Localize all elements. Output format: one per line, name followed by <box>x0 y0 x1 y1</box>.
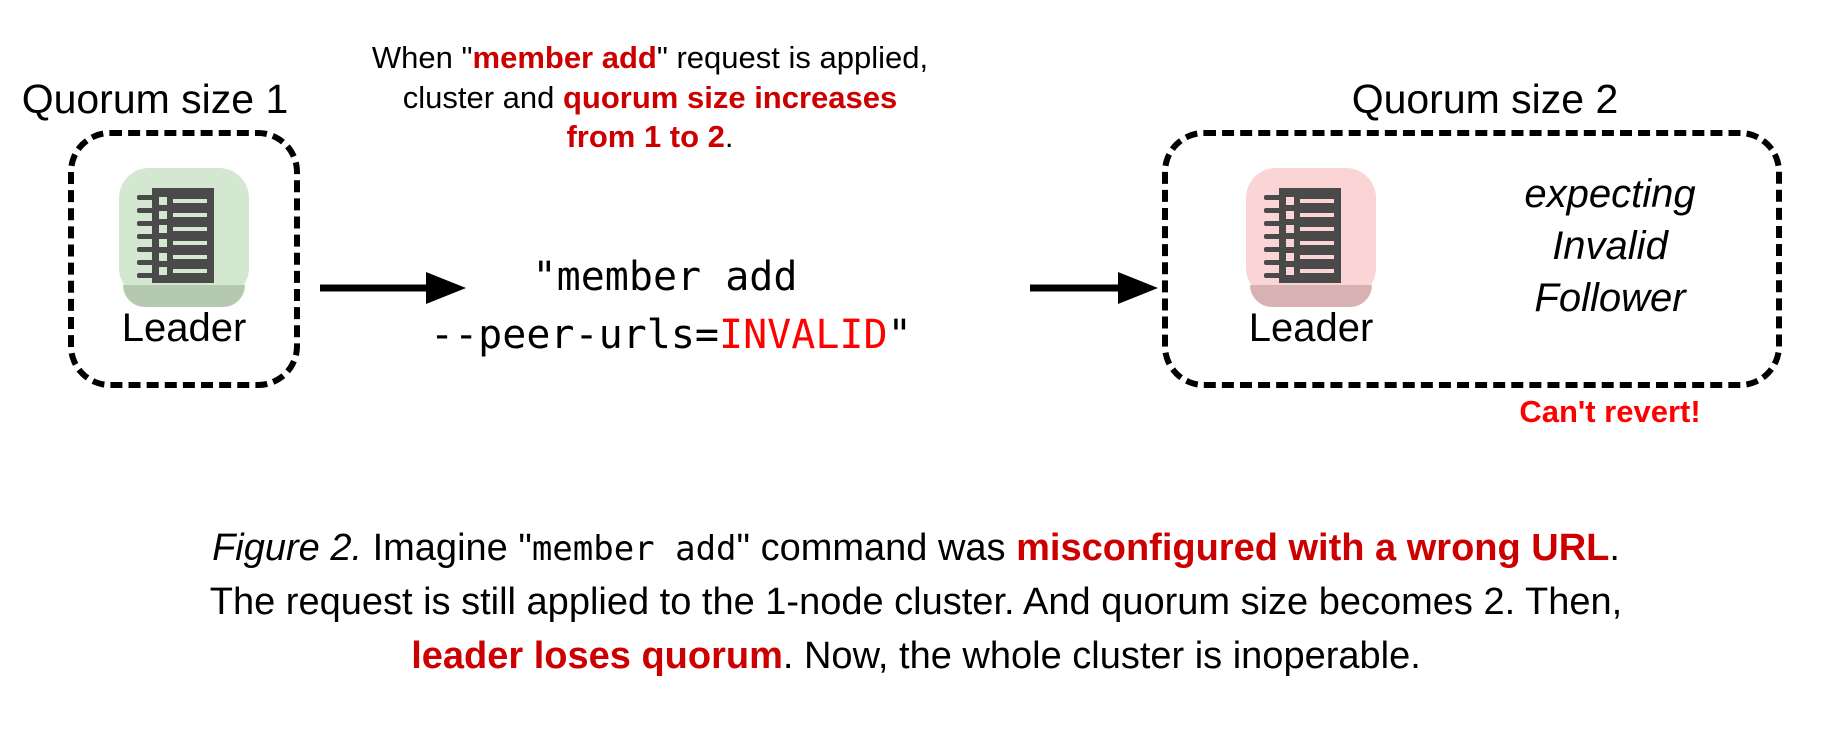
top-note-line3-period: . <box>724 119 734 155</box>
caption-highlight-misconfigured: misconfigured with a wrong URL <box>1016 527 1610 569</box>
cant-revert-warning: Can't revert! <box>1519 394 1701 429</box>
left-cluster-caption: Quorum size 1 <box>21 76 289 122</box>
command-block: "member add --peer-urls=INVALID" <box>430 248 912 364</box>
top-note-line-1: When "member add" request is applied, <box>350 38 950 78</box>
caption-line-1: Figure 2. Imagine "member add" command w… <box>60 522 1772 576</box>
left-cluster-box <box>68 130 300 388</box>
top-note-line1-part-a: When " <box>371 40 473 75</box>
left-node-icon-tile <box>119 168 249 307</box>
left-node: Leader <box>68 168 300 348</box>
figure-label: Figure 2. <box>212 527 363 569</box>
right-arrow <box>1030 268 1160 308</box>
top-note-member-add: member add <box>472 40 657 75</box>
right-cluster-caption: Quorum size 2 <box>1351 76 1619 122</box>
caption-line-2: The request is still applied to the 1-no… <box>209 580 1623 623</box>
arrow-right-icon <box>320 272 466 304</box>
top-note-line1-part-c: " request is applied, <box>656 40 929 75</box>
command-line-1: "member add <box>532 254 798 300</box>
right-node-icon-tile <box>1246 168 1376 307</box>
command-invalid-token: INVALID <box>718 312 888 358</box>
command-line2-suffix: " <box>887 312 912 358</box>
command-line2-prefix: --peer-urls= <box>430 312 719 358</box>
right-node: Leader <box>1195 168 1427 348</box>
caption-mono-member-add: member add <box>531 529 737 569</box>
caption-seg-4: . Now, the whole cluster is inoperable. <box>782 634 1421 677</box>
top-note-line-3: from 1 to 2. <box>350 117 950 157</box>
server-ledger-icon <box>1264 188 1341 283</box>
caption-line-3: leader loses quorum. Now, the whole clus… <box>60 630 1772 684</box>
caption-seg-2: " command was <box>736 527 1017 569</box>
expecting-line-1: expecting <box>1524 172 1696 216</box>
figure-caption: Figure 2. Imagine "member add" command w… <box>60 522 1772 684</box>
command-line-2: --peer-urls=INVALID" <box>430 306 912 364</box>
top-note-from-1-to-2: from 1 to 2 <box>566 119 725 155</box>
expecting-line-2: Invalid <box>1552 224 1668 268</box>
expecting-line-3: Follower <box>1534 276 1686 320</box>
top-note-line2-part-a: cluster and <box>402 79 563 115</box>
server-ledger-icon <box>137 188 214 283</box>
top-annotation-note: When "member add" request is applied, cl… <box>350 38 950 157</box>
expecting-follower-text: expecting Invalid Follower <box>1460 168 1760 324</box>
right-cluster-box <box>1162 130 1782 388</box>
right-node-label: Leader <box>1248 306 1374 350</box>
caption-seg-3: . <box>1609 527 1620 569</box>
left-arrow <box>320 268 470 308</box>
top-note-line-2: cluster and quorum size increases <box>350 78 950 118</box>
arrow-right-icon <box>1030 272 1158 304</box>
caption-seg-1: Imagine " <box>362 527 532 569</box>
top-note-quorum-increase: quorum size increases <box>563 79 898 115</box>
left-node-label: Leader <box>121 306 247 350</box>
caption-highlight-leader-loses-quorum: leader loses quorum <box>411 634 783 677</box>
